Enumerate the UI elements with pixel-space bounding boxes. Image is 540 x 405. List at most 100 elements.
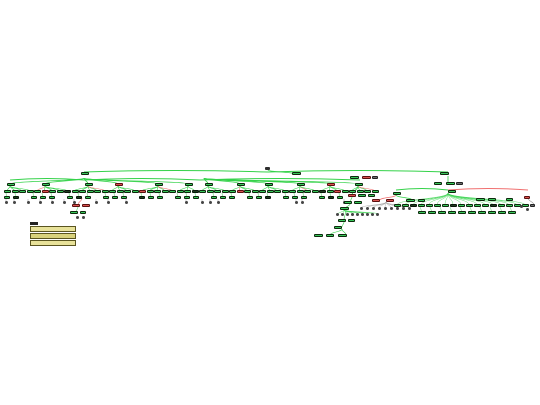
tree-node[interactable] (79, 190, 86, 193)
tree-node[interactable] (358, 194, 366, 197)
tree-node[interactable] (157, 196, 163, 199)
tree-node[interactable] (244, 190, 251, 193)
tree-leaf[interactable] (95, 201, 98, 204)
tree-node[interactable] (281, 190, 289, 193)
tree-node[interactable] (76, 196, 82, 199)
tree-node[interactable] (438, 211, 446, 214)
tree-node[interactable] (426, 204, 433, 207)
tree-node[interactable] (418, 211, 426, 214)
tree-node[interactable] (334, 226, 342, 229)
tree-node[interactable] (327, 183, 335, 186)
tree-leaf[interactable] (201, 201, 204, 204)
tree-node[interactable] (139, 196, 145, 199)
tree-node[interactable] (220, 196, 226, 199)
tree-node[interactable] (64, 190, 71, 193)
tree-node[interactable] (292, 196, 298, 199)
tree-node[interactable] (199, 190, 206, 193)
tree-node[interactable] (371, 190, 379, 193)
tree-node[interactable] (109, 190, 116, 193)
tree-leaf[interactable] (82, 216, 85, 219)
tree-node[interactable] (70, 211, 78, 214)
tree-leaf[interactable] (351, 213, 354, 216)
tree-node[interactable] (237, 183, 245, 186)
tree-node[interactable] (13, 196, 19, 199)
tree-node[interactable] (80, 211, 86, 214)
tree-leaf[interactable] (39, 201, 42, 204)
tree-node[interactable] (362, 176, 371, 179)
tree-leaf[interactable] (366, 213, 369, 216)
tree-node[interactable] (474, 204, 481, 207)
tree-node[interactable] (40, 196, 46, 199)
tree-leaf[interactable] (341, 213, 344, 216)
tree-leaf[interactable] (390, 207, 393, 210)
tree-node[interactable] (41, 190, 49, 193)
tree-node[interactable] (184, 190, 191, 193)
tree-node[interactable] (161, 190, 169, 193)
tree-node[interactable] (19, 190, 26, 193)
tree-node[interactable] (82, 204, 90, 207)
tree-node[interactable] (42, 183, 50, 186)
tree-node[interactable] (506, 204, 513, 207)
tree-node[interactable] (4, 190, 11, 193)
tree-node[interactable] (7, 183, 15, 186)
tree-node[interactable] (393, 192, 401, 195)
tree-node[interactable] (81, 172, 89, 175)
tree-node[interactable] (372, 199, 380, 202)
tree-node[interactable] (146, 190, 154, 193)
tree-leaf[interactable] (408, 207, 411, 210)
tree-node[interactable] (364, 190, 371, 193)
tree-node[interactable] (229, 190, 236, 193)
tree-node[interactable] (304, 190, 311, 193)
tree-node[interactable] (338, 234, 347, 237)
tree-node[interactable] (468, 211, 476, 214)
tree-node[interactable] (314, 234, 323, 237)
tree-node[interactable] (456, 182, 463, 185)
tree-node[interactable] (211, 196, 217, 199)
tree-leaf[interactable] (185, 201, 188, 204)
tree-node[interactable] (4, 196, 10, 199)
tree-node[interactable] (283, 196, 289, 199)
tree-leaf[interactable] (209, 201, 212, 204)
tree-node[interactable] (26, 190, 34, 193)
tree-leaf[interactable] (366, 207, 369, 210)
tree-leaf[interactable] (51, 201, 54, 204)
tree-node[interactable] (311, 190, 319, 193)
tree-node[interactable] (71, 190, 79, 193)
tree-node[interactable] (176, 190, 184, 193)
tree-node[interactable] (265, 183, 273, 186)
tree-node[interactable] (154, 190, 161, 193)
tree-node[interactable] (524, 196, 530, 199)
tree-node[interactable] (185, 183, 193, 186)
tree-node[interactable] (498, 204, 505, 207)
tree-node[interactable] (31, 196, 37, 199)
tree-node[interactable] (101, 190, 109, 193)
tree-leaf[interactable] (76, 216, 79, 219)
tree-node[interactable] (344, 201, 352, 204)
tree-node[interactable] (236, 190, 244, 193)
tree-node[interactable] (450, 204, 457, 207)
tree-node[interactable] (348, 194, 356, 197)
tree-node[interactable] (274, 190, 281, 193)
tree-node[interactable] (508, 211, 516, 214)
tree-node[interactable] (103, 196, 109, 199)
tree-node[interactable] (434, 182, 442, 185)
tree-node[interactable] (386, 199, 394, 202)
tree-node[interactable] (175, 196, 181, 199)
tree-node[interactable] (256, 196, 262, 199)
tree-node[interactable] (292, 172, 301, 175)
tree-leaf[interactable] (402, 207, 405, 210)
tree-node[interactable] (319, 190, 326, 193)
tree-leaf[interactable] (27, 201, 30, 204)
tree-node[interactable] (434, 204, 441, 207)
tree-node[interactable] (522, 204, 529, 207)
tree-node[interactable] (259, 190, 266, 193)
tree-node[interactable] (214, 190, 221, 193)
tree-leaf[interactable] (384, 207, 387, 210)
tree-leaf[interactable] (125, 201, 128, 204)
tree-node[interactable] (116, 190, 124, 193)
tree-node[interactable] (448, 190, 456, 193)
tree-node[interactable] (124, 190, 131, 193)
tree-node[interactable] (115, 183, 123, 186)
tree-node[interactable] (428, 211, 436, 214)
tree-leaf[interactable] (217, 201, 220, 204)
